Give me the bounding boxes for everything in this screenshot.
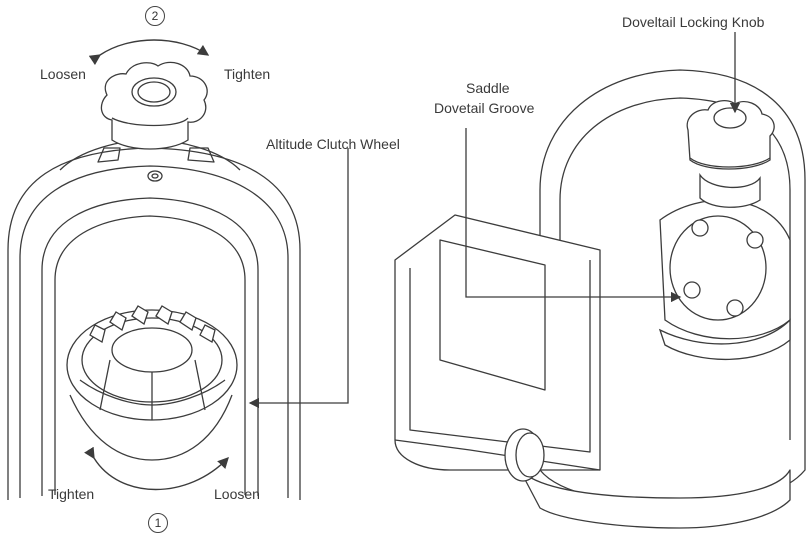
locking-knob-icon [100,61,208,150]
side-plate [658,199,791,361]
altitude-clutch-leader [248,148,349,409]
top-tighten-label: Tighten [224,66,271,82]
step-1-badge: 1 [148,513,168,533]
bottom-rotation-arrow [84,446,229,491]
dovetail-groove-label: Dovetail Groove [434,100,535,116]
altitude-clutch-wheel-label: Altitude Clutch Wheel [266,136,400,152]
saddle-groove-leader [465,128,682,303]
dovetail-knob-icon [686,99,775,208]
step-2-badge: 2 [145,6,165,26]
top-rotation-arrow [88,39,210,66]
side-adjust-knob [504,428,545,482]
clutch-wheel-icon [66,305,238,461]
saddle-label: Saddle [466,80,510,96]
top-loosen-label: Loosen [40,66,86,82]
dovetail-locking-knob-label: Doveltail Locking Knob [622,14,765,30]
bottom-tighten-label: Tighten [48,486,95,502]
bottom-loosen-label: Loosen [214,486,260,502]
